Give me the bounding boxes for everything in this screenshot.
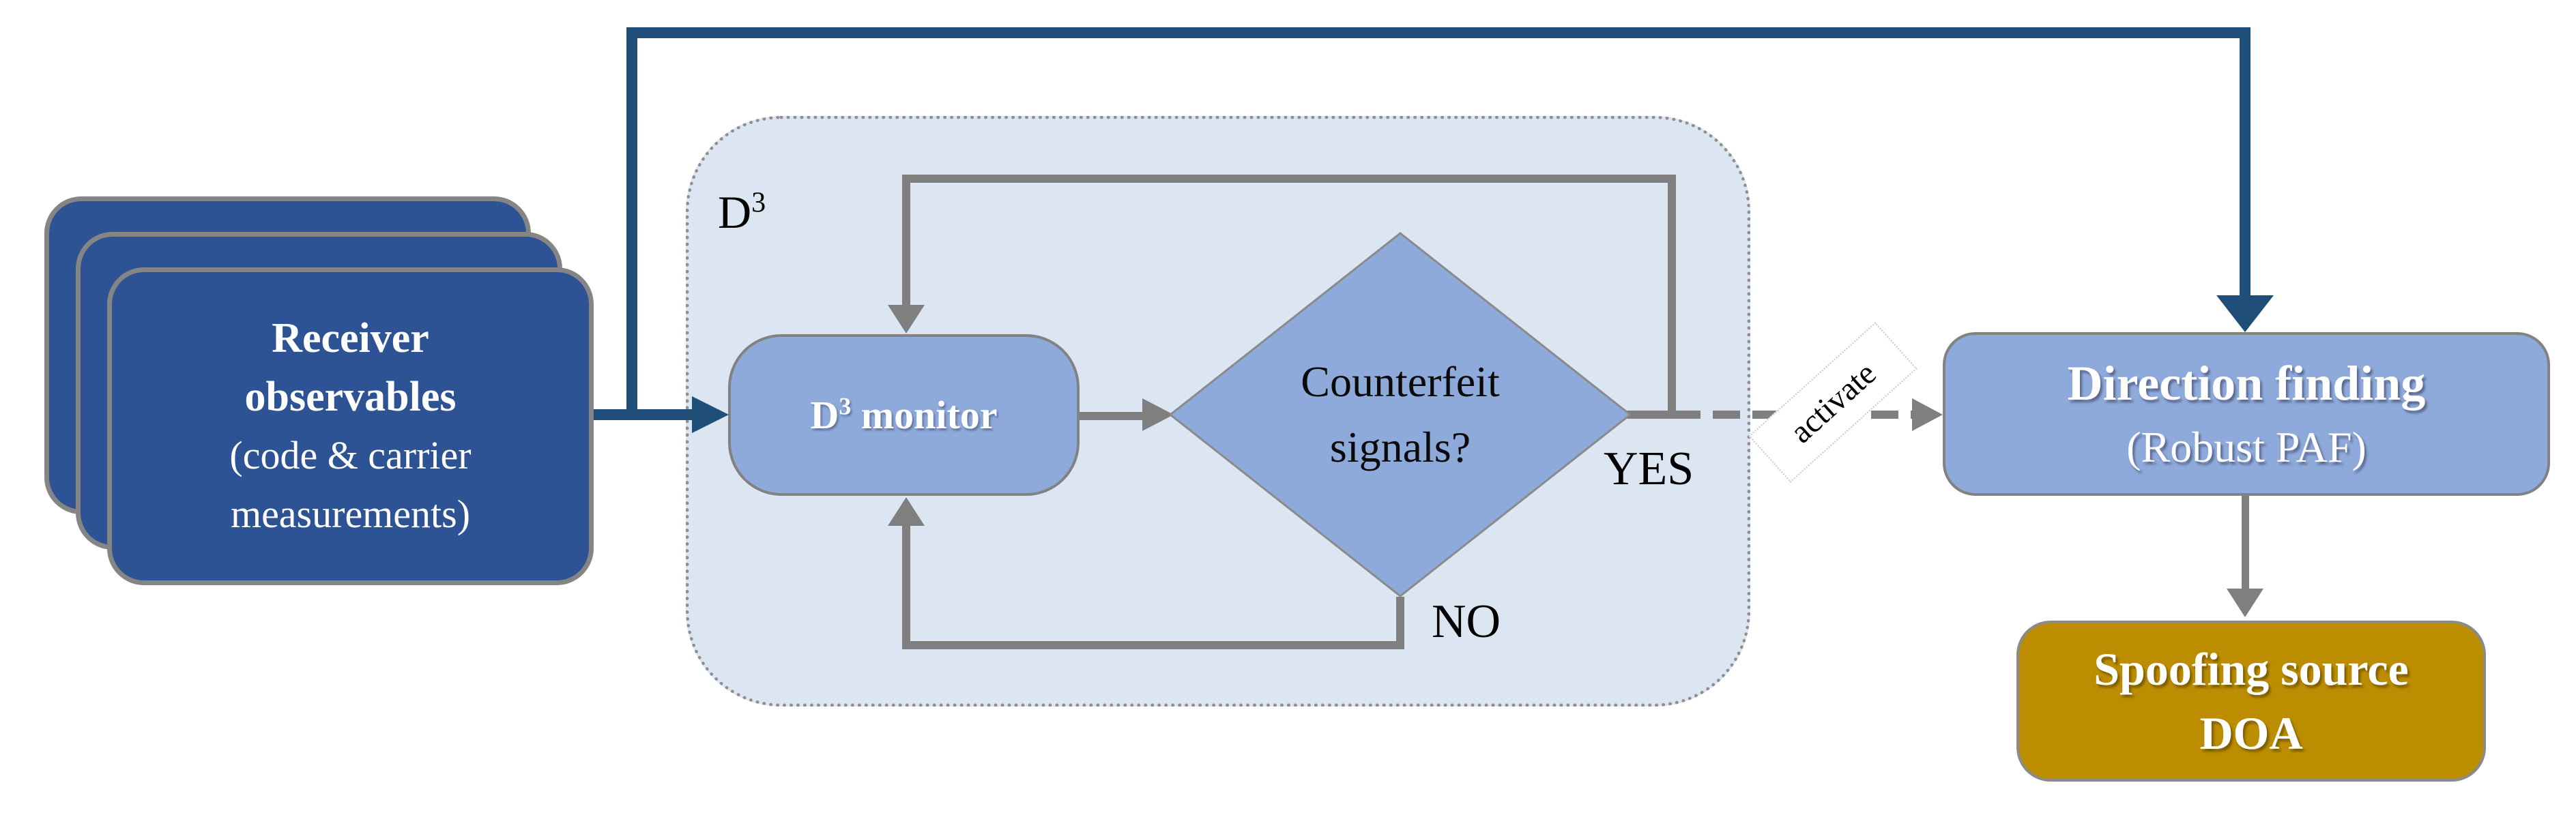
arrowhead-into-direction-finding-top <box>2216 295 2274 332</box>
bypass-arrow-top-horizontal-line <box>626 27 2251 38</box>
monitor-to-decision-line <box>1080 412 1142 420</box>
receiver-observables-box: Receiver observables (code & carrier mea… <box>107 267 594 585</box>
receiver-to-monitor-arrow-line <box>594 409 693 420</box>
no-branch-vertical-line <box>1396 597 1404 649</box>
yes-branch-solid-stub <box>1625 411 1673 419</box>
feedback-loop-top-left-vertical-line <box>902 175 910 306</box>
d3-group-label-sup: 3 <box>751 186 766 219</box>
decision-diamond-shape <box>1168 232 1632 597</box>
decision-label-line2: signals? <box>1329 423 1471 471</box>
spoofing-source-doa-box: Spoofing source DOA <box>2016 621 2486 782</box>
decision-label-line1: Counterfeit <box>1301 357 1500 406</box>
d3-monitor-label: D3 monitor <box>810 392 997 438</box>
receiver-label-line1: Receiver <box>272 315 429 361</box>
arrowhead-into-direction-finding-dashed <box>1912 398 1943 431</box>
receiver-label-line3: (code & carrier <box>229 433 472 477</box>
feedback-loop-bottom-horizontal-line <box>902 641 1404 649</box>
d3-group-label: D3 <box>718 186 766 239</box>
direction-finding-to-doa-line <box>2242 496 2249 590</box>
no-branch-label: NO <box>1432 595 1501 648</box>
receiver-label-line2: observables <box>244 374 457 420</box>
feedback-loop-top-horizontal-line <box>902 175 1676 183</box>
d3-monitor-label-rest: monitor <box>851 393 998 437</box>
feedback-loop-top-right-vertical-line <box>1668 175 1676 415</box>
arrowhead-into-spoofing-doa <box>2227 589 2263 617</box>
decision-diamond-label: Counterfeit signals? <box>1170 233 1631 597</box>
d3-monitor-box: D3 monitor <box>728 334 1080 496</box>
activate-edge-label: activate <box>1748 322 1917 483</box>
d3-group-label-base: D <box>718 186 752 238</box>
arrowhead-into-monitor-bottom <box>888 497 925 526</box>
arrowhead-into-decision <box>1142 398 1174 431</box>
arrowhead-into-monitor-top <box>888 305 925 334</box>
direction-finding-box: Direction finding (Robust PAF) <box>1943 332 2550 496</box>
bypass-arrow-right-vertical-line <box>2240 27 2251 297</box>
direction-finding-subtitle: (Robust PAF) <box>2126 423 2367 471</box>
spoofing-doa-label-line1: Spoofing source <box>2094 643 2409 695</box>
bypass-arrow-left-vertical-line <box>626 27 637 420</box>
yes-branch-label: YES <box>1604 443 1694 495</box>
arrowhead-into-monitor-left <box>692 396 729 433</box>
direction-finding-title: Direction finding <box>2067 356 2426 411</box>
spoofing-doa-label-line2: DOA <box>2199 707 2303 759</box>
receiver-label-line4: measurements) <box>230 492 471 536</box>
d3-monitor-label-base: D <box>810 393 839 437</box>
d3-monitor-label-sup: 3 <box>839 392 852 420</box>
feedback-loop-bottom-left-vertical-line <box>902 526 910 649</box>
